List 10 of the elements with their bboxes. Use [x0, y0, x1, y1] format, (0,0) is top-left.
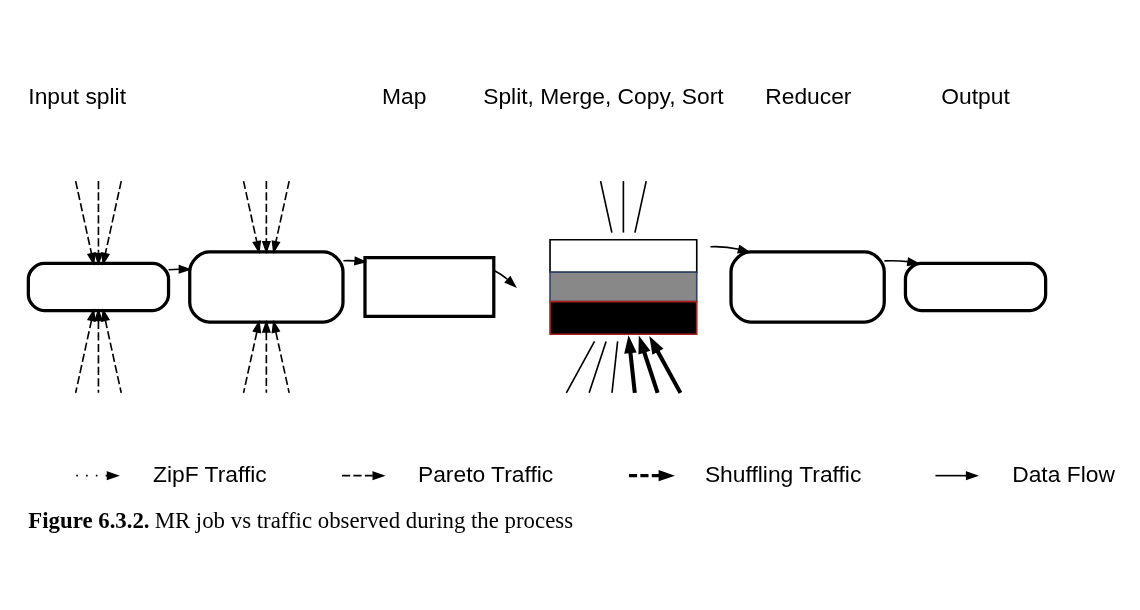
legend-label: Data Flow: [1012, 460, 1115, 487]
caption: Figure 6.3.2. MR job vs traffic observed during the process: [28, 507, 574, 533]
legend-label: Pareto Traffic: [417, 460, 554, 487]
label: Output: [941, 82, 1010, 109]
legend-label: ZipF Traffic: [153, 460, 267, 487]
legend-label: Shuffling Traffic: [704, 460, 862, 487]
label: Map: [382, 82, 427, 109]
label: Split, Merge, Copy, Sort: [483, 82, 724, 109]
label: Reducer: [765, 82, 852, 109]
label: Input split: [28, 82, 126, 109]
